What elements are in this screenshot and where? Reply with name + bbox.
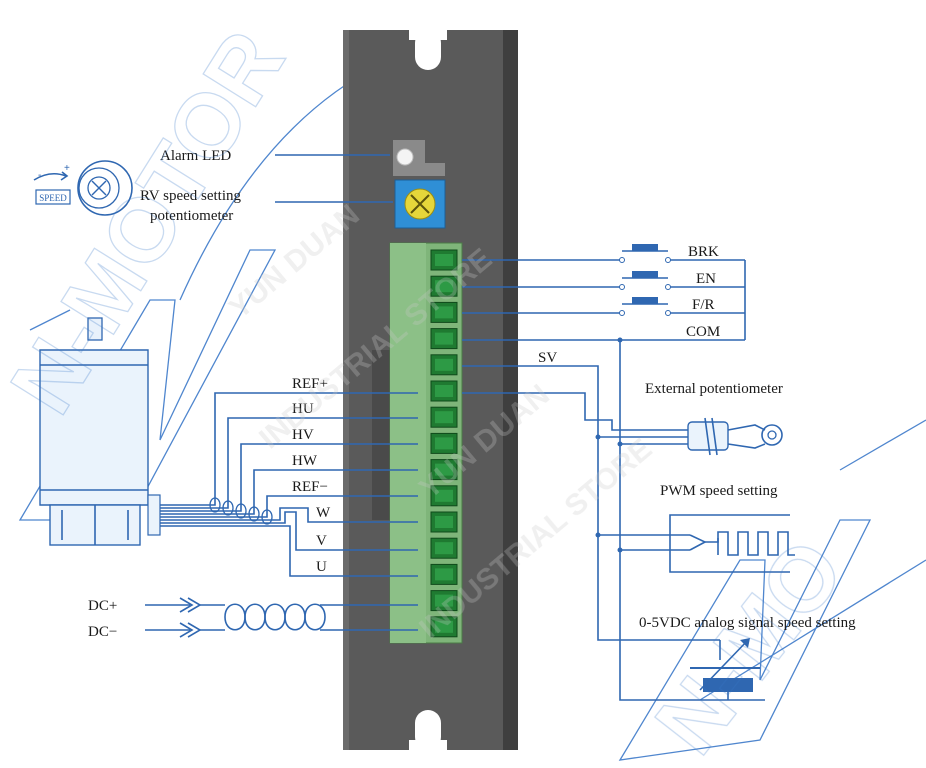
w-label: W (316, 505, 331, 521)
wire-connector (209, 497, 221, 513)
hw-label: HW (292, 453, 318, 469)
en-switch[interactable] (619, 271, 746, 290)
terminal-slots (430, 249, 458, 638)
ref-minus-label: REF− (292, 479, 328, 495)
wire-connector (222, 500, 234, 516)
alarm-led (396, 148, 414, 166)
terminal-screw (435, 254, 453, 266)
sv-label: SV (538, 350, 557, 366)
terminal-screw (435, 489, 453, 502)
terminal-screw (435, 463, 453, 476)
dc-plus-label: DC+ (88, 598, 117, 614)
labels: Alarm LED RV speed setting potentiometer… (88, 148, 856, 640)
plus-label: + (64, 163, 70, 174)
analog-label: 0-5VDC analog signal speed setting (639, 615, 856, 631)
watermark-nmo: N-MO (637, 522, 864, 768)
terminal-screw (435, 306, 453, 319)
terminal-screw (435, 568, 453, 581)
v-label: V (316, 533, 327, 549)
terminal-screw (435, 385, 453, 397)
terminal-screw (435, 280, 453, 293)
en-label: EN (696, 271, 716, 287)
fr-label: F/R (692, 297, 715, 313)
rv-label-line2: potentiometer (150, 208, 233, 224)
hv-label: HV (292, 427, 314, 443)
hu-label: HU (292, 401, 314, 417)
wire-connector (235, 503, 247, 519)
minus-label: - (38, 170, 41, 181)
watermark-nmotor: N-MOTOR (0, 14, 304, 430)
terminal-screw (435, 594, 453, 607)
dc-power-input (145, 597, 418, 638)
terminal-screw (435, 411, 453, 424)
pwm-waveform (717, 531, 795, 556)
analog-source (703, 678, 753, 692)
ref-plus-label: REF+ (292, 376, 328, 392)
pwm-label: PWM speed setting (660, 483, 778, 499)
terminal-screw (435, 620, 453, 633)
rv-label-line1: RV speed setting (140, 188, 242, 204)
speed-label: SPEED (39, 193, 67, 203)
wire-connector (261, 509, 273, 525)
com-label: COM (686, 324, 720, 340)
alarm-led-label: Alarm LED (160, 148, 231, 164)
control-wires (462, 244, 795, 701)
terminal-screw (435, 542, 453, 555)
fr-switch[interactable] (619, 297, 746, 316)
bldc-motor (39, 317, 161, 546)
motor-wires (160, 392, 418, 577)
speed-dial-icon: SPEED - + (33, 160, 133, 216)
external-pot-label: External potentiometer (645, 381, 783, 397)
terminal-screw (435, 332, 453, 345)
terminal-screw (435, 358, 453, 371)
terminal-screw (435, 437, 453, 450)
brk-switch[interactable] (619, 244, 746, 263)
terminal-screw (435, 516, 453, 528)
u-label: U (316, 559, 327, 575)
wire-connector (248, 506, 260, 522)
dc-minus-label: DC− (88, 624, 117, 640)
brk-label: BRK (688, 244, 719, 260)
